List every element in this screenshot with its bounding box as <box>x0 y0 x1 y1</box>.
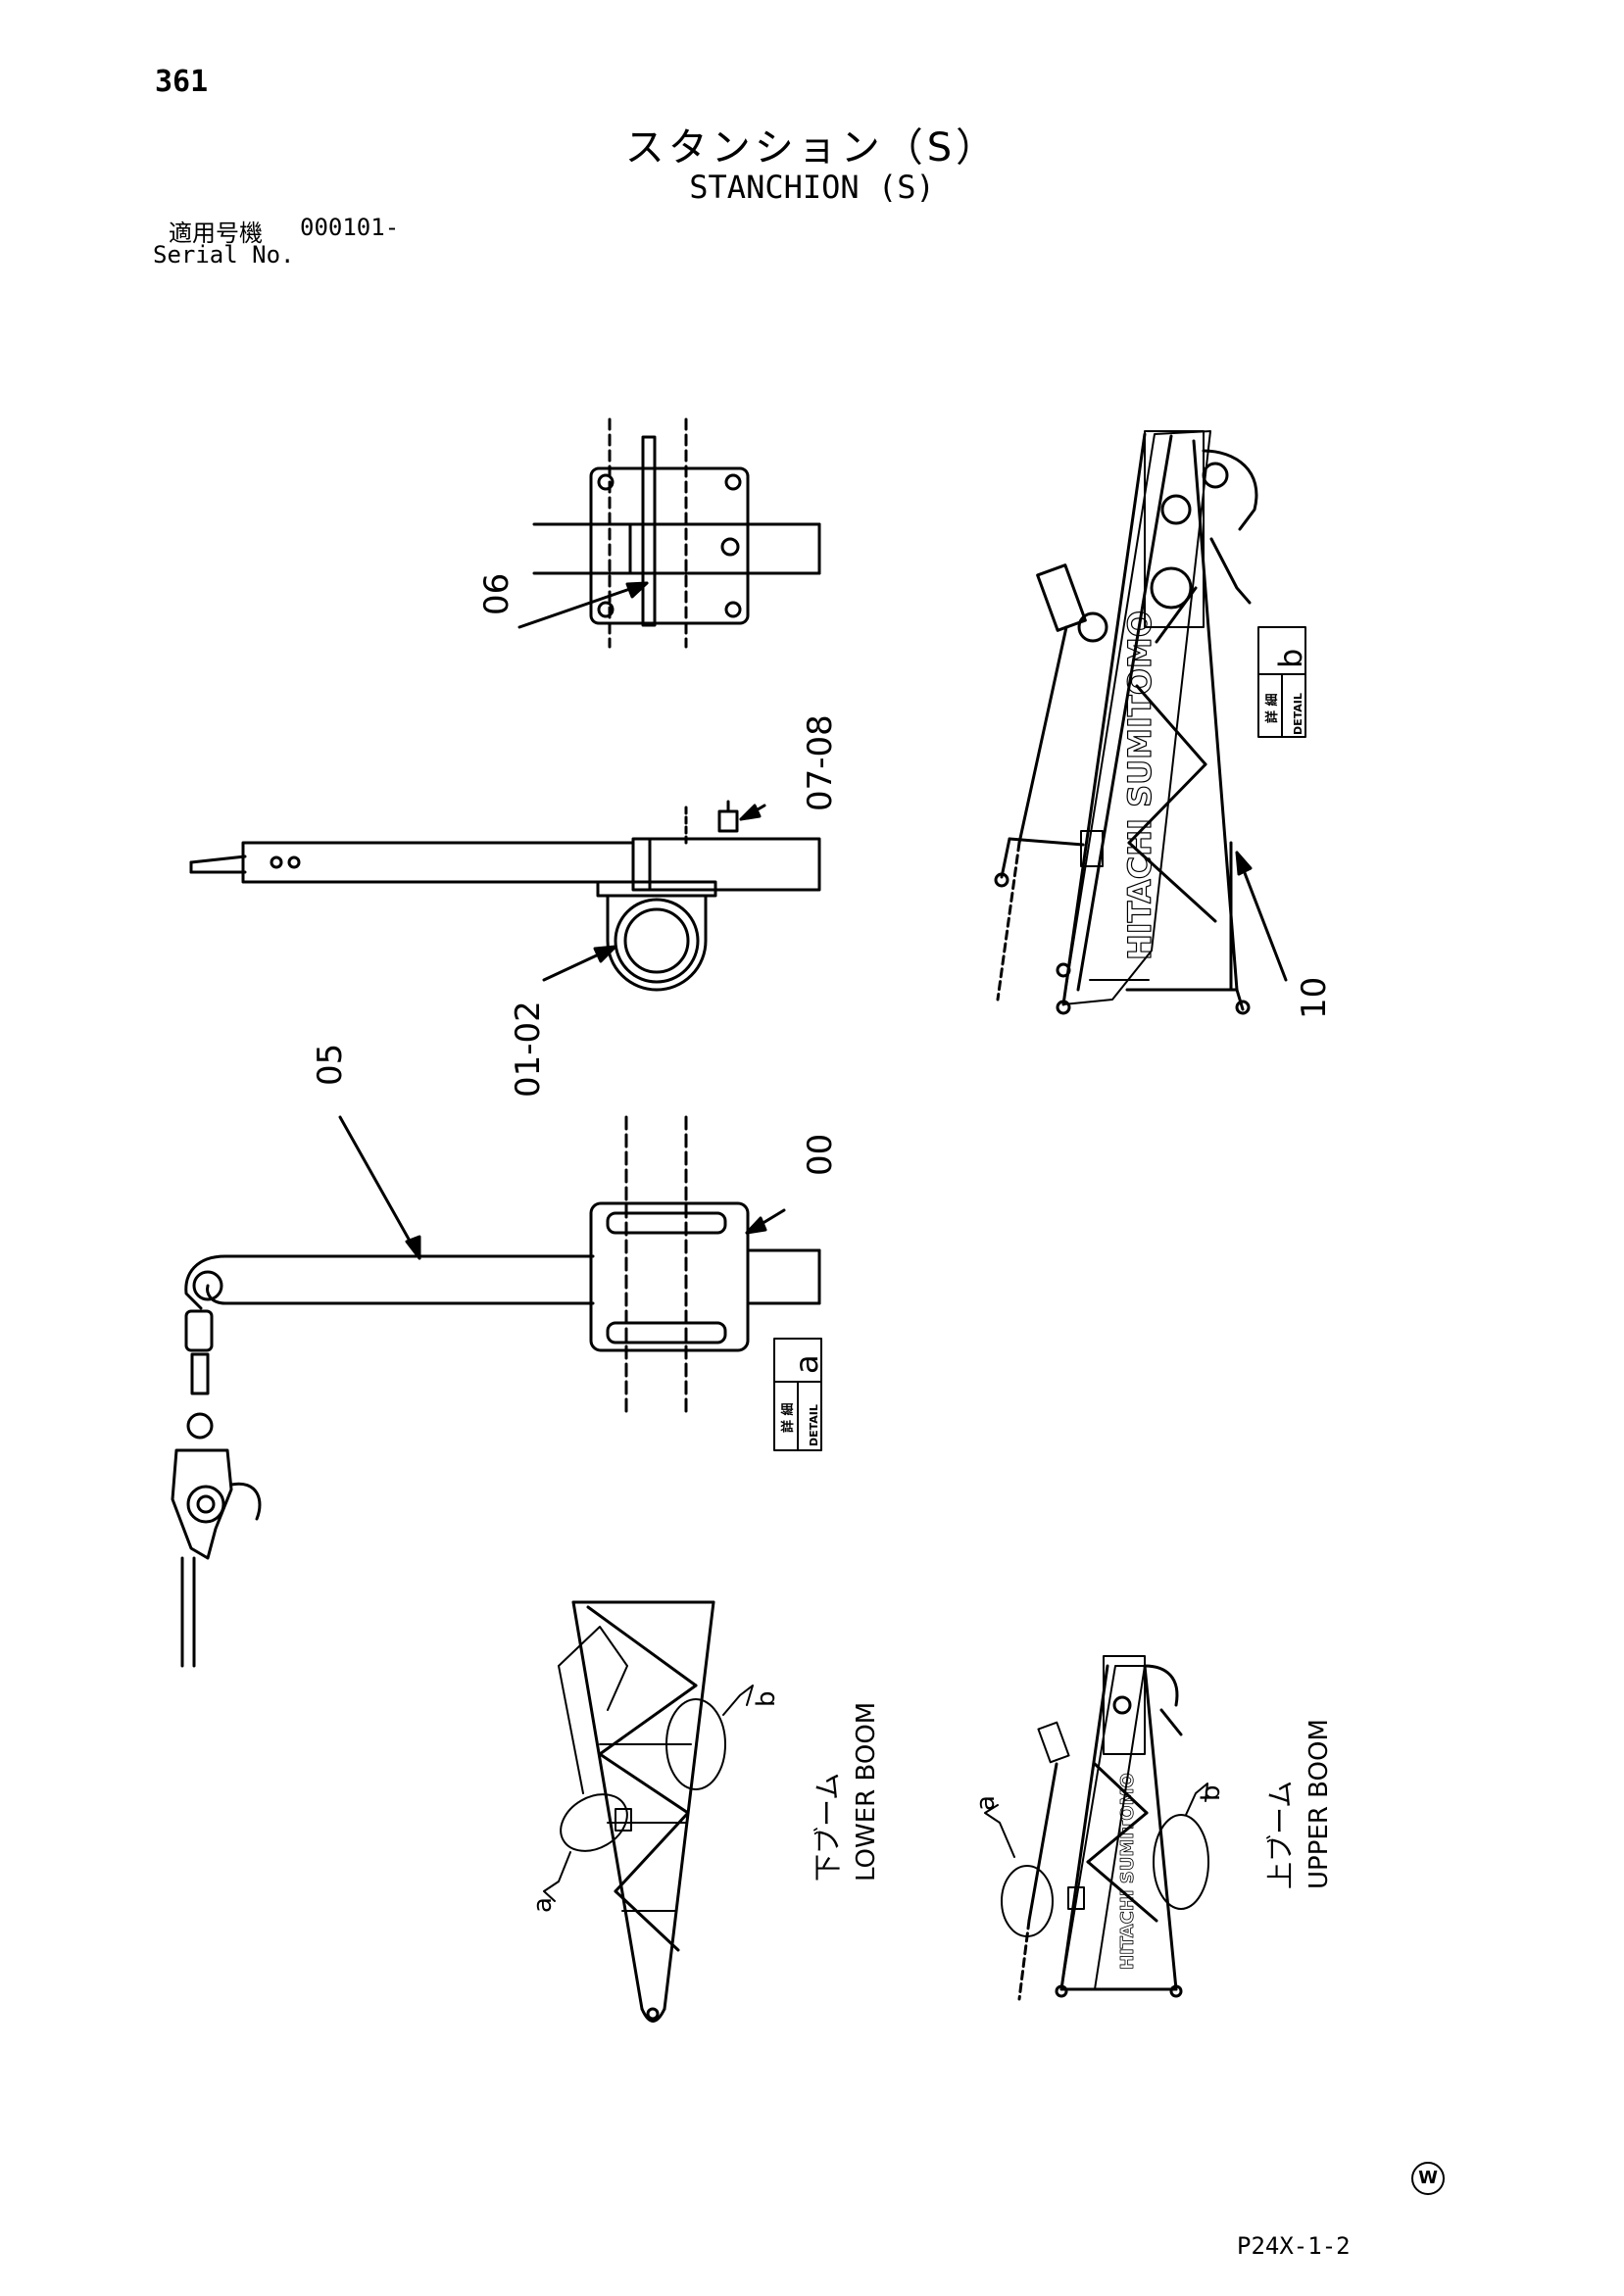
upper-boom-detail-b <box>994 430 1288 1015</box>
detail-a-ja: 詳 細 <box>780 1402 796 1433</box>
detail-b-box <box>1257 626 1306 738</box>
upper-boom-marker-b: b <box>1197 1784 1226 1801</box>
lower-boom-label-en: LOWER BOOM <box>852 1702 881 1881</box>
callout-01-02: 01-02 <box>509 1001 548 1098</box>
upper-boom-small-brand: HITACHI SUMITOMO <box>1117 1773 1138 1970</box>
detail-b-label: b <box>1272 649 1309 668</box>
callout-05: 05 <box>311 1044 350 1086</box>
upper-boom-marker-a: a <box>971 1795 1001 1811</box>
lower-boom-marker-b: b <box>752 1690 781 1707</box>
lower-boom-drawing <box>543 1600 754 2023</box>
serial-label-en: Serial No. <box>153 241 295 269</box>
callout-06: 06 <box>477 573 517 615</box>
serial-value: 000101- <box>300 214 400 241</box>
upper-boom-brand-text: HITACHI SUMITOMO <box>1121 611 1158 960</box>
lower-boom-marker-a: a <box>528 1897 558 1913</box>
callout-00: 00 <box>801 1134 840 1176</box>
lower-boom-label-ja: 下ブーム <box>812 1773 844 1881</box>
upper-boom-drawing <box>984 1655 1209 2001</box>
page-title-ja: スタンション（S） <box>624 125 1000 171</box>
upper-boom-label-ja: 上ブーム <box>1264 1781 1297 1889</box>
detail-a-text: DETAIL <box>808 1404 820 1446</box>
detail-a-box <box>773 1338 822 1451</box>
clamp-top-view <box>517 417 821 649</box>
callout-10: 10 <box>1295 977 1334 1019</box>
document-code: P24X-1-2 <box>1237 2232 1351 2260</box>
page-number: 361 <box>155 65 209 99</box>
detail-a-label: a <box>788 1354 825 1374</box>
upper-boom-label-en: UPPER BOOM <box>1304 1719 1334 1889</box>
stanchion-side-view <box>189 800 821 992</box>
callout-07-08: 07-08 <box>801 714 840 811</box>
stanchion-front-view <box>171 1115 821 1668</box>
page-title-en: STANCHION (S) <box>689 169 935 206</box>
serial-label-ja: 適用号機 <box>169 220 263 247</box>
detail-b-ja: 詳 細 <box>1264 693 1280 723</box>
w-mark-icon: W <box>1411 2162 1445 2195</box>
detail-b-text: DETAIL <box>1292 693 1304 735</box>
